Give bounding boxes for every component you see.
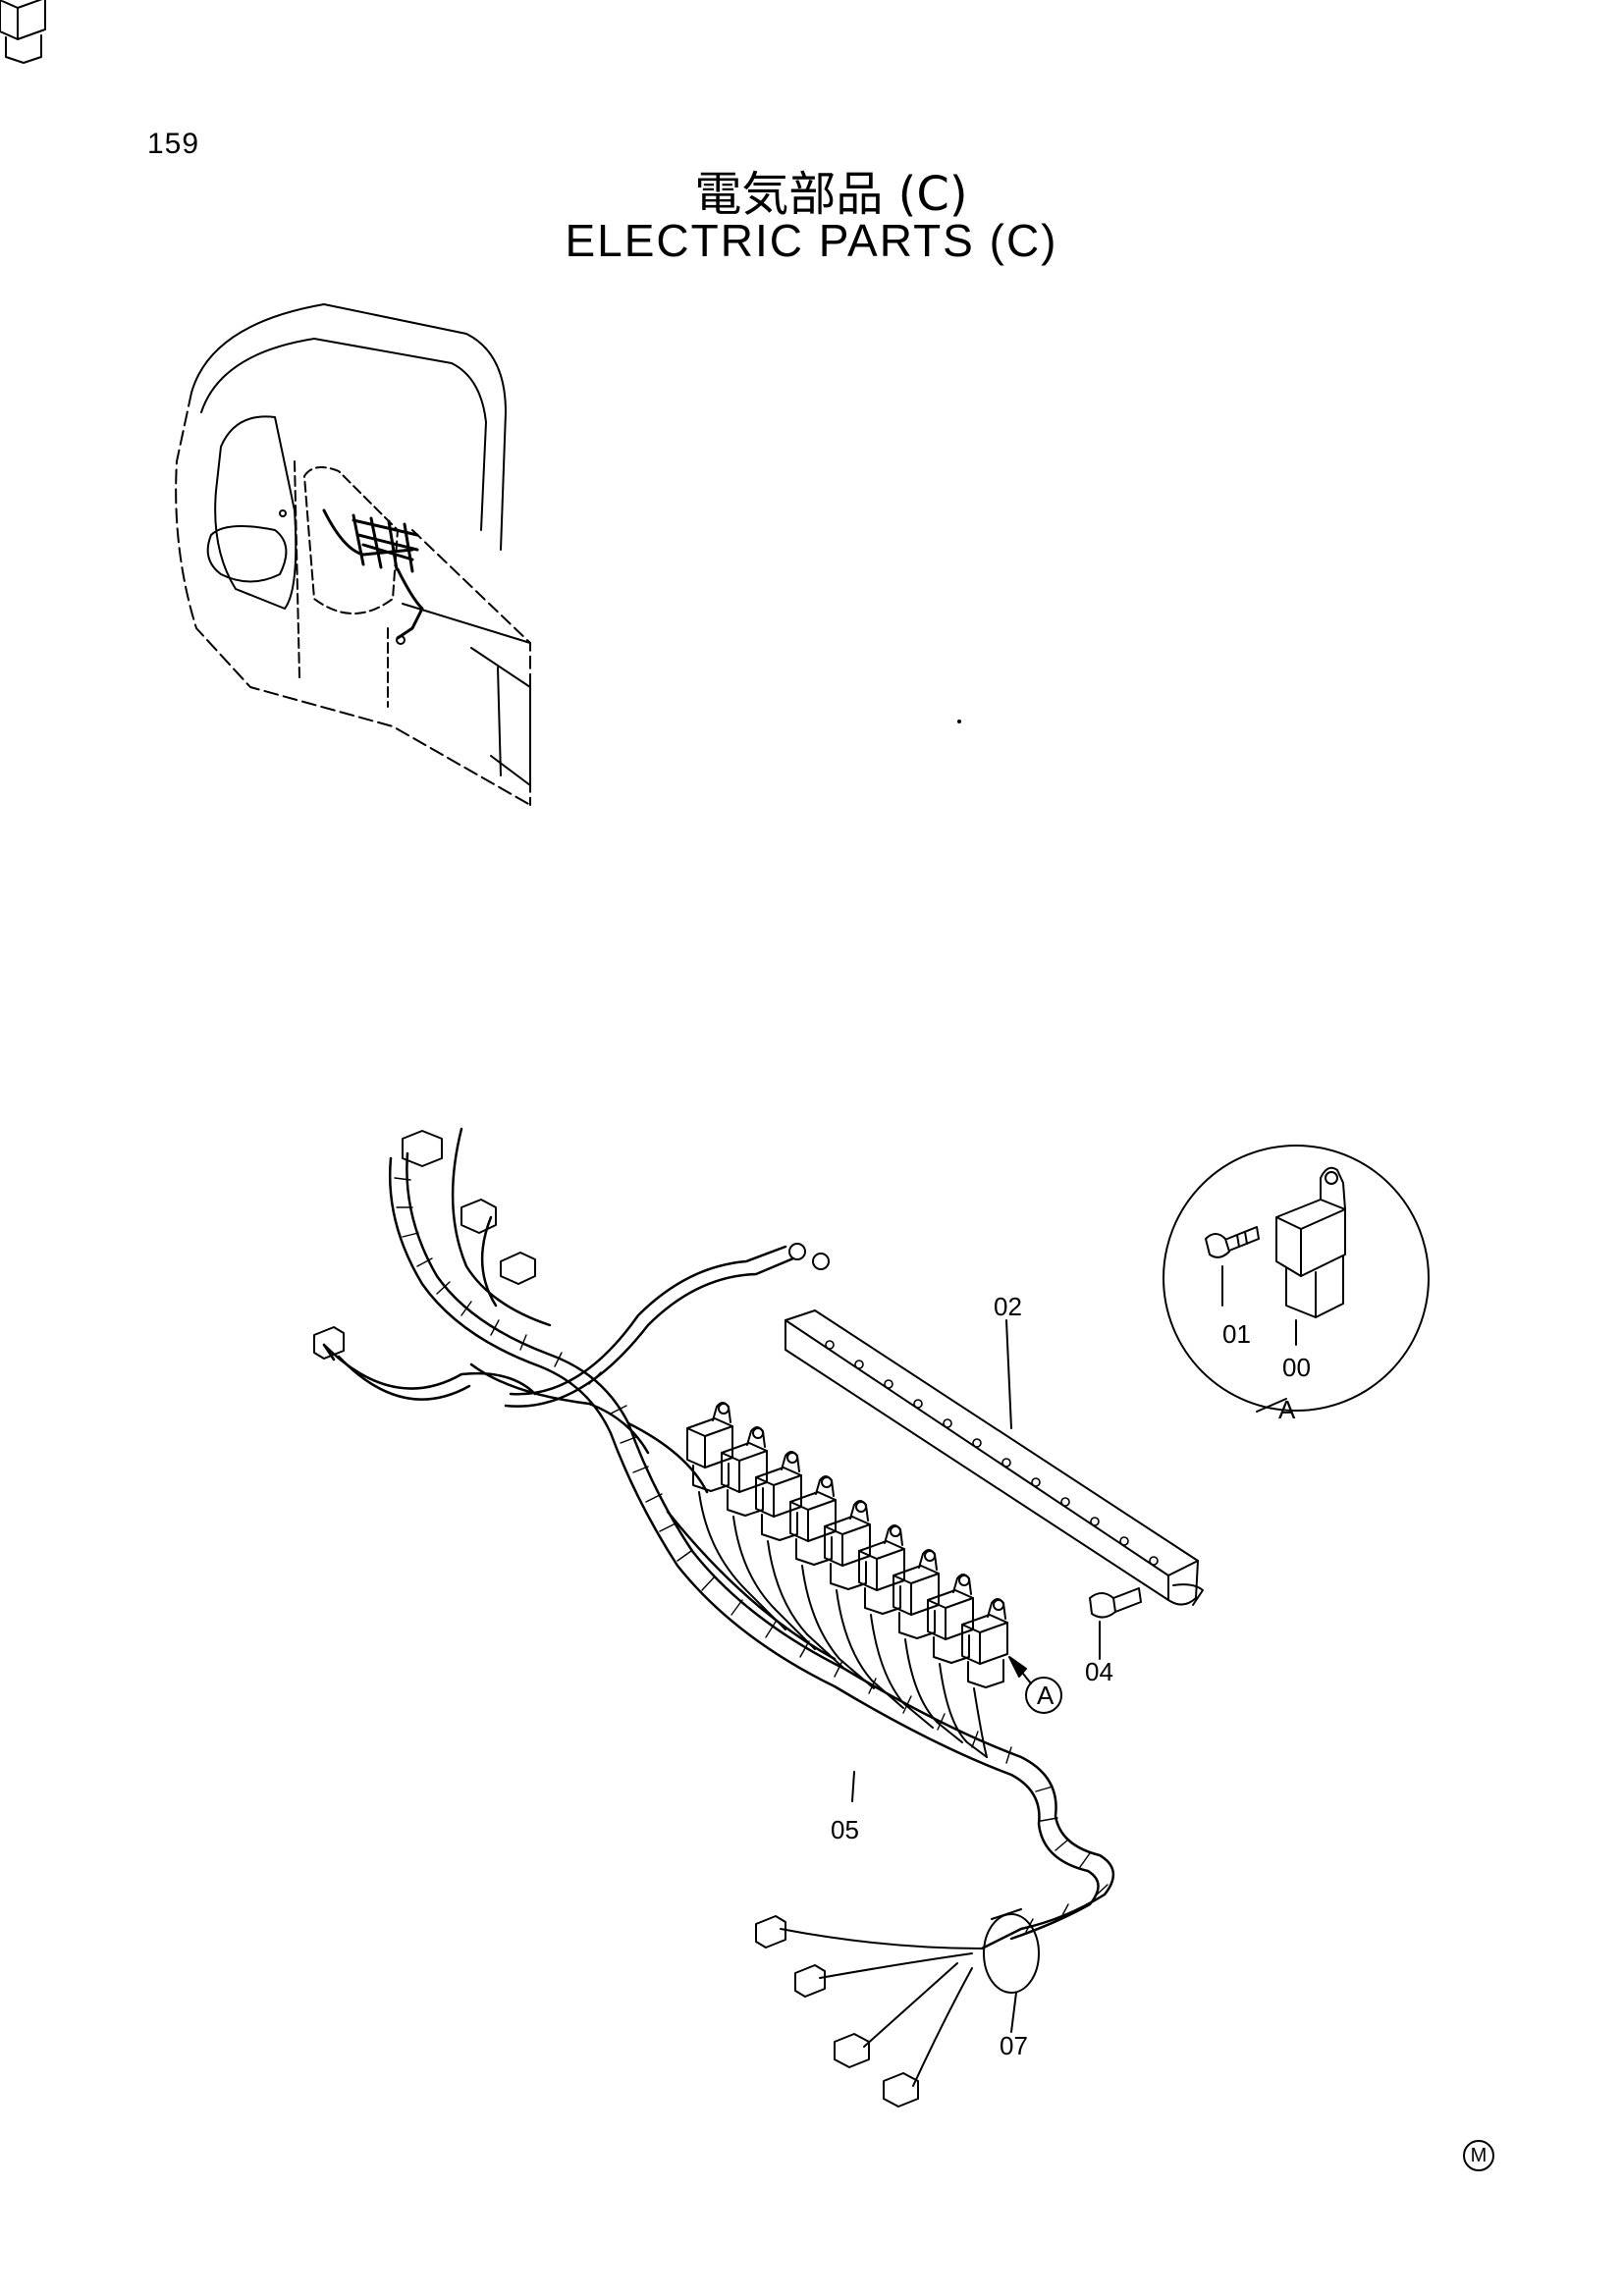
relay-row bbox=[0, 0, 1008, 1758]
page-title-japanese: 電気部品 (C) bbox=[694, 167, 968, 222]
callout-05: 05 bbox=[831, 1815, 859, 1844]
wiring-harness-05 bbox=[322, 1127, 1114, 1950]
callout-07: 07 bbox=[1000, 2031, 1028, 2060]
cab-overview-illustration bbox=[175, 303, 961, 806]
relay-bracket bbox=[784, 1309, 1204, 1606]
footer-mark: M bbox=[1463, 2140, 1494, 2171]
callout-04: 04 bbox=[1085, 1657, 1113, 1686]
callout-01: 01 bbox=[1222, 1319, 1251, 1349]
view-label-a: A bbox=[1278, 1395, 1296, 1424]
detail-view-a bbox=[1163, 1145, 1430, 1413]
harness-connectors bbox=[313, 1130, 983, 2108]
harness-tape-marks bbox=[394, 1177, 1109, 1933]
bolt-04 bbox=[1089, 1587, 1142, 1660]
page-number: 159 bbox=[147, 128, 200, 160]
callout-00: 00 bbox=[1282, 1353, 1311, 1382]
harness-clamp-07 bbox=[983, 1908, 1040, 2033]
view-arrow-a: A bbox=[1037, 1681, 1055, 1710]
callout-02: 02 bbox=[994, 1292, 1022, 1321]
page-title: ELECTRIC PARTS (C) bbox=[565, 215, 1058, 266]
